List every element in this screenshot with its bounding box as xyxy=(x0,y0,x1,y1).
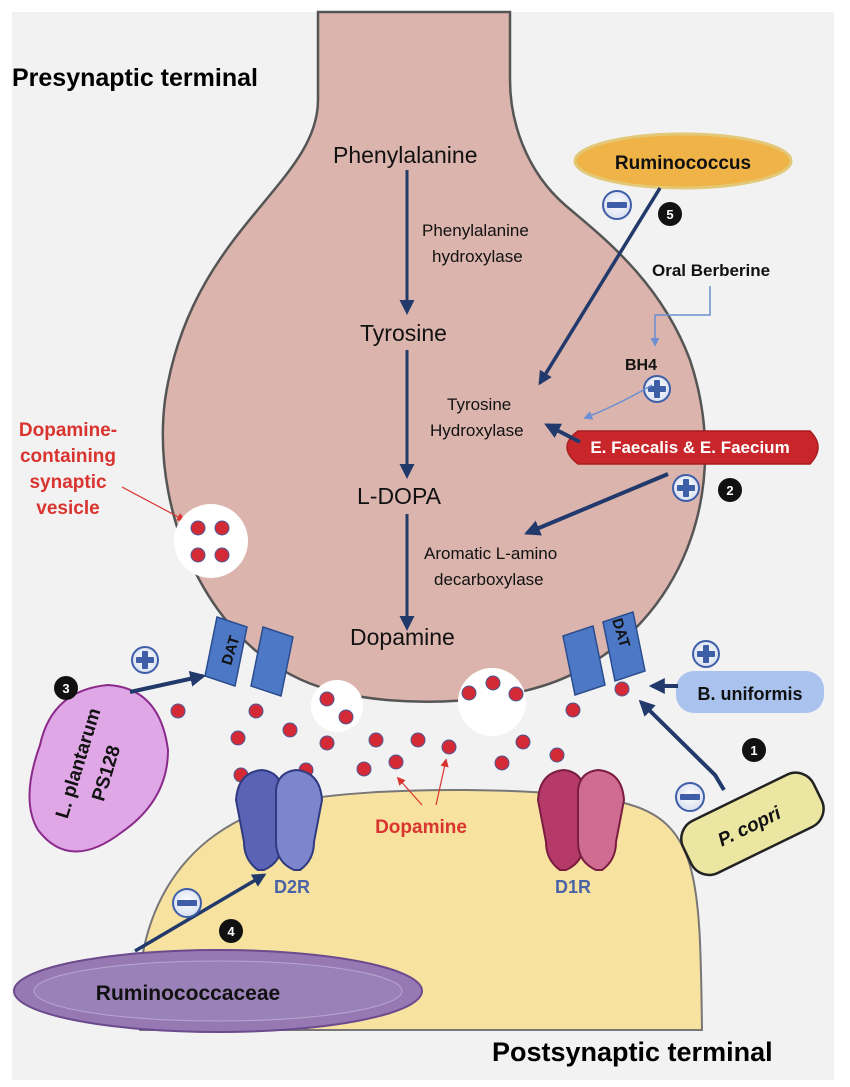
dopamine-cleft-label: Dopamine xyxy=(375,817,467,838)
pcopri-minus-icon xyxy=(675,782,705,812)
pcopri-bacterium xyxy=(680,771,825,877)
marker-4-badge: 4 xyxy=(219,919,243,943)
dat-transporter-left xyxy=(204,616,294,697)
ruminococcaceae-inner-ring xyxy=(33,960,403,1022)
vesicle-label-3: synaptic xyxy=(29,472,107,493)
aadc-label-2: decarboxylase xyxy=(434,570,544,589)
ruminococcaceae-minus-icon xyxy=(172,888,202,918)
dopamine-pointer-arrow-1 xyxy=(396,776,423,806)
vesicle-label-2: containing xyxy=(20,446,116,467)
uniformis-plus-icon xyxy=(692,640,720,668)
dopamine-pointer-arrow-2 xyxy=(435,758,449,806)
d1r-receptor xyxy=(536,768,626,871)
presynaptic-terminal xyxy=(161,10,707,703)
release-vesicle-right xyxy=(458,668,526,736)
tyrosine-hydroxylase-label-1: Tyrosine xyxy=(447,395,511,414)
presynaptic-terminal-label: Presynaptic terminal xyxy=(12,64,258,92)
marker-1-label: 1 xyxy=(750,743,757,758)
postsynaptic-terminal-label: Postsynaptic terminal xyxy=(492,1037,773,1067)
ruminococcus-bacterium xyxy=(573,132,793,190)
d2r-receptor xyxy=(234,768,324,871)
ruminococcus-inhibition-arrow xyxy=(538,187,662,386)
plantarum-bacterium xyxy=(28,683,170,853)
synaptic-cleft-dopamine xyxy=(170,681,630,783)
synaptic-vesicle xyxy=(174,504,248,578)
oral-berberine-arrow xyxy=(650,286,711,347)
ruminococcaceae-to-d2r-arrow xyxy=(134,873,267,953)
d1r-label: D1R xyxy=(555,877,591,897)
uniformis-label: B. uniformis xyxy=(697,684,802,704)
phenylalanine-hydroxylase-label-1: Phenylalanine xyxy=(422,221,529,240)
oral-berberine-label: Oral Berberine xyxy=(652,261,770,280)
plantarum-to-dat-arrow xyxy=(129,670,207,694)
marker-5-badge: 5 xyxy=(658,202,682,226)
faecalis-plus-icon xyxy=(672,474,700,502)
ruminococcaceae-label: Ruminococcaceae xyxy=(96,982,280,1005)
pcopri-to-dat-arrow xyxy=(638,699,726,792)
tyrosine-hydroxylase-label-2: Hydroxylase xyxy=(430,421,524,440)
d2r-label: D2R xyxy=(274,877,310,897)
dat-transporter-right xyxy=(562,611,646,696)
marker-3-label: 3 xyxy=(62,681,69,696)
faecalis-to-tyrosine-hydroxylase-arrow xyxy=(544,423,581,444)
marker-1-badge: 1 xyxy=(742,738,766,762)
faecalis-to-aadc-arrow xyxy=(524,472,669,536)
ruminococcus-label: Ruminococcus xyxy=(615,153,751,174)
marker-2-badge: 2 xyxy=(718,478,742,502)
ldopa-label: L-DOPA xyxy=(357,483,442,509)
faecalis-faecium-bacterium xyxy=(566,430,819,465)
aadc-label-1: Aromatic L-amino xyxy=(424,544,557,563)
uniformis-bacterium xyxy=(676,671,824,713)
marker-5-label: 5 xyxy=(666,207,673,222)
vesicle-label-4: vesicle xyxy=(36,498,99,519)
bh4-plus-icon xyxy=(643,375,671,403)
plantarum-plus-icon xyxy=(131,646,159,674)
tyrosine-label: Tyrosine xyxy=(360,320,447,346)
phenylalanine-hydroxylase-label-2: hydroxylase xyxy=(432,247,523,266)
vesicle-pointer-arrow xyxy=(121,486,186,521)
phenylalanine-label: Phenylalanine xyxy=(333,142,478,168)
marker-4-label: 4 xyxy=(227,924,235,939)
dopamine-pathway-label: Dopamine xyxy=(350,624,455,650)
bh4-to-tyrosine-hydroxylase-arrow xyxy=(583,384,653,420)
ruminococcus-minus-icon xyxy=(602,190,632,220)
marker-3-badge: 3 xyxy=(54,676,78,700)
faecalis-faecium-label: E. Faecalis & E. Faecium xyxy=(590,438,789,457)
vesicle-label-1: Dopamine- xyxy=(19,420,117,441)
release-vesicle-left xyxy=(311,680,363,732)
marker-2-label: 2 xyxy=(726,483,733,498)
bh4-label: BH4 xyxy=(625,357,657,374)
